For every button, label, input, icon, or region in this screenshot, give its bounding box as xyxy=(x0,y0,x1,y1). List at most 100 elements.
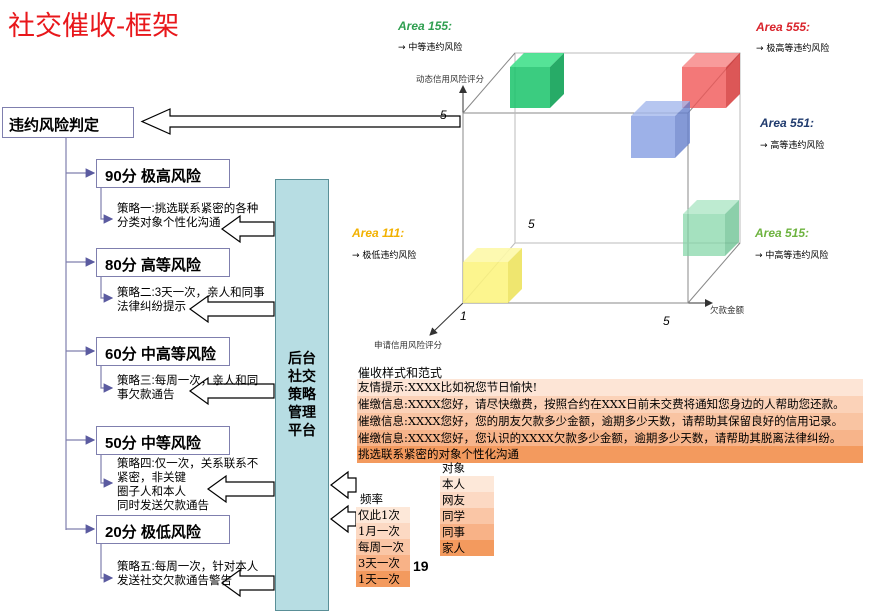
platform-line: 管理 xyxy=(288,405,316,421)
platform-label: 后台 社交 策略 管理 平台 xyxy=(276,350,328,440)
message-row: 催缴信息:XXXX您好，您的朋友欠款多少金额，逾期多少天数，请帮助其保留良好的信… xyxy=(357,413,863,430)
strategy-link-3 xyxy=(100,366,114,393)
frequency-cell: 1天一次 xyxy=(356,571,410,587)
area-desc: 中等违约风险 xyxy=(408,43,463,53)
cube-area-155 xyxy=(510,53,564,108)
page-number: 19 xyxy=(413,558,429,574)
arrow-right-icon: → xyxy=(352,251,363,261)
horizontal-axis-label: 欠款金额 xyxy=(710,306,745,316)
area-label-555: Area 555: → 极高等违约风险 xyxy=(756,20,829,54)
message-row: 催缴信息:XXXX您好，请尽快缴费，按照合约在XXX日前未交费将通知您身边的人帮… xyxy=(357,396,863,413)
strategy-line: 发送社交欠款通告警告 xyxy=(117,575,232,587)
strategy-link-5 xyxy=(100,544,114,583)
strategy-text-3: 策略三:每周一次，亲人和同 事欠款通告 xyxy=(117,374,258,402)
level-box-90: 90分 极高风险 xyxy=(96,159,230,188)
strategy-link-4 xyxy=(100,455,114,488)
frequency-to-platform-arrow xyxy=(330,504,357,534)
frequency-header: 频率 xyxy=(360,492,383,506)
target-cell: 本人 xyxy=(440,476,494,492)
area-name: Area 555: xyxy=(756,20,811,34)
cube-area-555 xyxy=(682,53,740,108)
arrow-right-icon: → xyxy=(755,251,766,261)
target-cell: 同学 xyxy=(440,508,494,524)
area-desc: 极高等违约风险 xyxy=(766,44,830,54)
page-title: 社交催收-框架 xyxy=(8,11,180,42)
strategy-link-1 xyxy=(100,188,114,224)
cube-edges xyxy=(462,52,741,304)
strategy-line: 圈子人和本人 xyxy=(117,486,186,498)
cube-area-515 xyxy=(683,200,739,256)
platform-arrow-1 xyxy=(220,214,275,244)
vertical-axis-label: 动态信用风险评分 xyxy=(416,75,485,85)
level-box-80: 80分 高等风险 xyxy=(96,248,230,277)
frequency-cell: 1月一次 xyxy=(356,523,410,539)
area-name: Area 111: xyxy=(352,226,405,240)
strategy-line: 策略二:3天一次，亲人和同事 xyxy=(117,287,265,299)
area-name: Area 515: xyxy=(755,226,810,240)
platform-arrow-5 xyxy=(220,568,275,598)
messages-to-platform-arrow xyxy=(330,470,357,500)
frequency-cell: 每周一次 xyxy=(356,539,410,555)
area-name: Area 155: xyxy=(398,19,453,33)
cube-area-111 xyxy=(463,248,522,303)
platform-line: 后台 xyxy=(288,351,316,367)
frequency-cell: 3天一次 xyxy=(356,555,410,571)
area-name: Area 551: xyxy=(760,116,815,130)
platform-arrow-4 xyxy=(206,474,275,504)
strategy-link-2 xyxy=(100,277,114,303)
arrow-right-icon: → xyxy=(760,141,771,151)
tick-top: 5 xyxy=(440,108,447,122)
strategy-line: 事欠款通告 xyxy=(117,389,175,401)
level-box-50: 50分 中等风险 xyxy=(96,426,230,455)
level-box-20: 20分 极低风险 xyxy=(96,515,230,544)
strategy-platform: 后台 社交 策略 管理 平台 xyxy=(275,179,329,611)
target-cell: 网友 xyxy=(440,492,494,508)
target-cell: 同事 xyxy=(440,524,494,540)
platform-arrow-3 xyxy=(188,376,275,406)
strategy-line: 策略四:仅一次，关系联系不 xyxy=(117,458,259,470)
strategy-text-5: 策略五:每周一次，针对本人 发送社交欠款通告警告 xyxy=(117,560,258,588)
area-label-515: Area 515: → 中高等违约风险 xyxy=(755,226,828,261)
targets-header: 对象 xyxy=(442,461,465,475)
cube-to-root-arrow xyxy=(140,108,461,135)
platform-line: 社交 xyxy=(288,369,316,385)
tick-right: 5 xyxy=(663,314,670,328)
message-row: 挑选联系紧密的对象个性化沟通 xyxy=(357,446,863,463)
area-desc: 极低违约风险 xyxy=(362,251,417,261)
strategy-line: 法律纠纷提示 xyxy=(117,301,186,313)
area-label-155: Area 155: → 中等违约风险 xyxy=(398,19,462,53)
platform-arrow-2 xyxy=(188,294,275,324)
risk-cube xyxy=(429,52,741,336)
cube-area-551 xyxy=(631,101,690,158)
risk-assessment-box: 违约风险判定 xyxy=(2,107,134,138)
platform-line: 平台 xyxy=(288,423,316,439)
area-label-111: Area 111: → 极低违约风险 xyxy=(352,226,416,261)
area-desc: 高等违约风险 xyxy=(770,141,825,151)
strategy-line: 同时发送欠款通告 xyxy=(117,500,209,512)
strategy-line: 策略五:每周一次，针对本人 xyxy=(117,561,259,573)
platform-line: 策略 xyxy=(288,387,316,403)
arrow-right-icon: → xyxy=(756,44,767,54)
tick-origin: 1 xyxy=(460,309,467,323)
strategy-line: 策略一:挑选联系紧密的各种 xyxy=(117,203,259,215)
level-box-60: 60分 中高等风险 xyxy=(96,337,230,366)
tick-mid: 5 xyxy=(528,217,535,231)
message-row: 友情提示:XXXX比如祝您节日愉快! xyxy=(357,379,863,396)
area-label-551: Area 551: → 高等违约风险 xyxy=(760,116,824,151)
messages-title: 催收样式和范式 xyxy=(358,366,443,380)
area-desc: 中高等违约风险 xyxy=(765,251,829,261)
block-arrows xyxy=(140,108,461,598)
arrow-right-icon: → xyxy=(398,43,409,53)
strategy-text-2: 策略二:3天一次，亲人和同事 法律纠纷提示 xyxy=(117,286,265,314)
strategy-line: 分类对象个性化沟通 xyxy=(117,217,221,229)
depth-axis xyxy=(429,302,464,336)
tree-connectors xyxy=(65,138,114,583)
strategy-line: 紧密，非关键 xyxy=(117,472,186,484)
strategy-text-4: 策略四:仅一次，关系联系不 紧密，非关键 圈子人和本人 同时发送欠款通告 xyxy=(117,457,258,513)
target-cell: 家人 xyxy=(440,540,494,556)
depth-axis-label: 申请信用风险评分 xyxy=(374,341,443,351)
strategy-line: 策略三:每周一次，亲人和同 xyxy=(117,375,259,387)
strategy-text-1: 策略一:挑选联系紧密的各种 分类对象个性化沟通 xyxy=(117,202,258,230)
frequency-cell: 仅此1次 xyxy=(356,507,410,523)
